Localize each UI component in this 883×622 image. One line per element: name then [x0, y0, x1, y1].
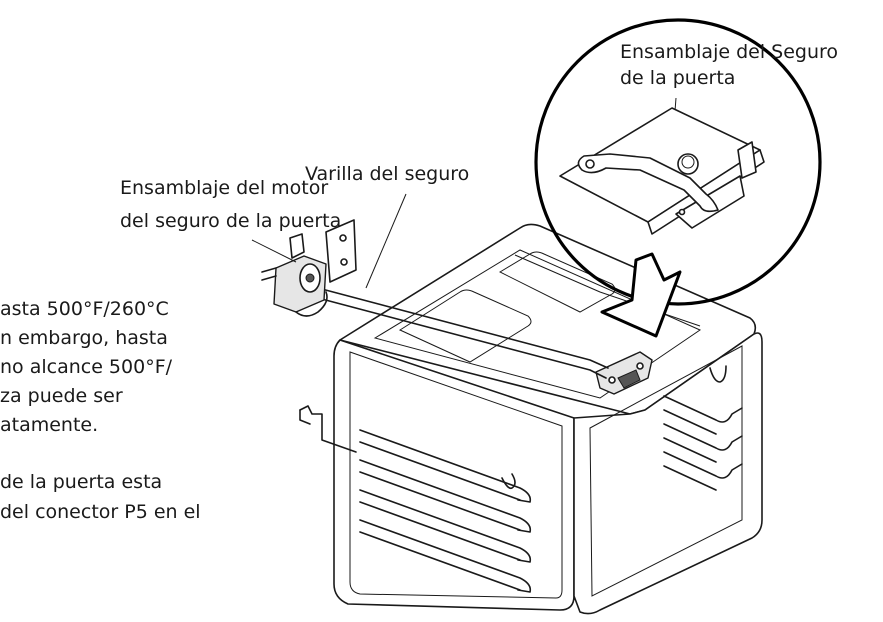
- rack-guide: [359, 489, 532, 563]
- body-text-line: no alcance 500°F/: [0, 356, 173, 378]
- mount-hole: [339, 234, 347, 242]
- rack-guide: [663, 423, 743, 451]
- lock-tab: [737, 141, 757, 179]
- motor-bracket: [289, 233, 305, 259]
- right-rack-guides: [663, 365, 743, 491]
- hinge-bracket: [299, 405, 357, 453]
- top-emboss-outer: [373, 249, 702, 399]
- lock-rivet: [678, 208, 686, 216]
- left-rack-guides: [359, 429, 532, 593]
- cavity-left-side: [333, 339, 575, 611]
- motor-cam: [295, 291, 328, 317]
- cavity-front-frame: [573, 332, 763, 615]
- rack-guide: [663, 437, 717, 463]
- body-text-line: za puede ser: [0, 385, 123, 407]
- rack-guide: [359, 501, 521, 561]
- rack-guide: [663, 395, 743, 423]
- hinge-bracket-tab: [299, 409, 311, 425]
- lock-rod-upper: [317, 287, 609, 369]
- rack-guide: [359, 471, 521, 531]
- motor-mount-plate: [325, 219, 357, 283]
- rack-guide: [359, 519, 532, 593]
- rack-guide: [663, 451, 743, 479]
- latch-slot: [617, 369, 641, 389]
- latch-bracket: [595, 351, 653, 395]
- lock-rod-lower: [317, 297, 607, 379]
- detail-callout: [534, 18, 822, 306]
- callout-arrow: [600, 252, 682, 338]
- label-motor-assembly-line1: Ensamblaje del motor: [120, 177, 329, 199]
- body-text-line: de la puerta esta: [0, 471, 163, 493]
- motor-terminals: [261, 267, 277, 281]
- mount-hole: [340, 258, 348, 266]
- lock-hook-lever: [577, 153, 719, 213]
- front-opening: [589, 345, 743, 597]
- latch-rivet: [636, 362, 644, 370]
- body-text-line: asta 500°F/260°C: [0, 298, 169, 320]
- rack-guide: [663, 409, 717, 435]
- lock-rod: [317, 287, 609, 379]
- leader-rod: [365, 193, 407, 289]
- post-top: [681, 155, 695, 169]
- rack-guide: [663, 465, 717, 491]
- rack-guide: [359, 429, 532, 503]
- left-side-inner-edge: [349, 351, 563, 599]
- label-lock-rod: Varilla del seguro: [305, 163, 470, 185]
- rack-stop: [709, 365, 727, 383]
- detail-circle: [534, 18, 822, 306]
- body-text-line: del conector P5 en el: [0, 501, 201, 523]
- latch-rivet: [608, 376, 616, 384]
- leader-motor: [251, 239, 297, 263]
- top-emboss-right: [498, 251, 616, 313]
- body-text-line: atamente.: [0, 414, 99, 436]
- top-emboss-left: [398, 289, 532, 363]
- rack-stop: [501, 473, 516, 490]
- door-lock-motor: [261, 219, 357, 317]
- top-crease: [514, 254, 701, 327]
- label-door-lock-assembly-line1: Ensamblaje del Seguro: [620, 41, 839, 63]
- oven-cavity: [299, 223, 763, 615]
- body-text-line: n embargo, hasta: [0, 327, 168, 349]
- lever-pivot: [585, 159, 595, 169]
- rack-guide: [359, 459, 532, 533]
- rack-guide: [359, 531, 521, 591]
- motor-shaft: [305, 273, 315, 283]
- label-door-lock-assembly-line2: de la puerta: [620, 67, 736, 89]
- rack-guide: [359, 441, 521, 501]
- label-motor-assembly-line2: del seguro de la puerta: [120, 210, 342, 232]
